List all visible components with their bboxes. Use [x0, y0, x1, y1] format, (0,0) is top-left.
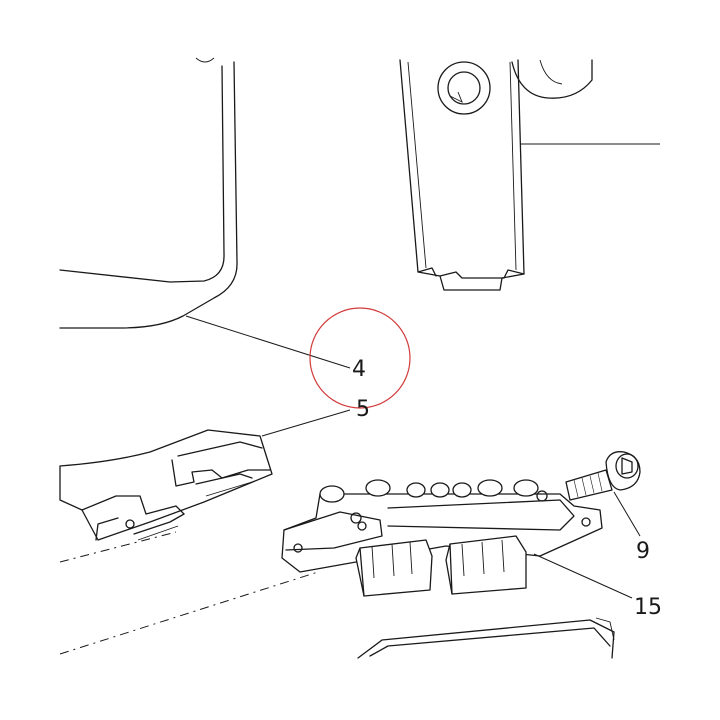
slide-clip	[59, 429, 273, 541]
cap-screw	[565, 451, 641, 501]
housing-cover	[59, 57, 238, 329]
mounting-bracket	[399, 59, 660, 291]
connector-block	[281, 479, 603, 597]
callout-5: 5	[356, 397, 370, 422]
callout-15: 15	[634, 595, 662, 620]
lower-rail	[357, 617, 615, 659]
callout-4: 4	[352, 357, 366, 382]
centre-lines	[59, 531, 319, 655]
highlight-circle	[309, 307, 411, 409]
edge-crop	[661, 560, 720, 640]
leader-lines	[185, 315, 641, 599]
callout-9: 9	[636, 539, 650, 564]
